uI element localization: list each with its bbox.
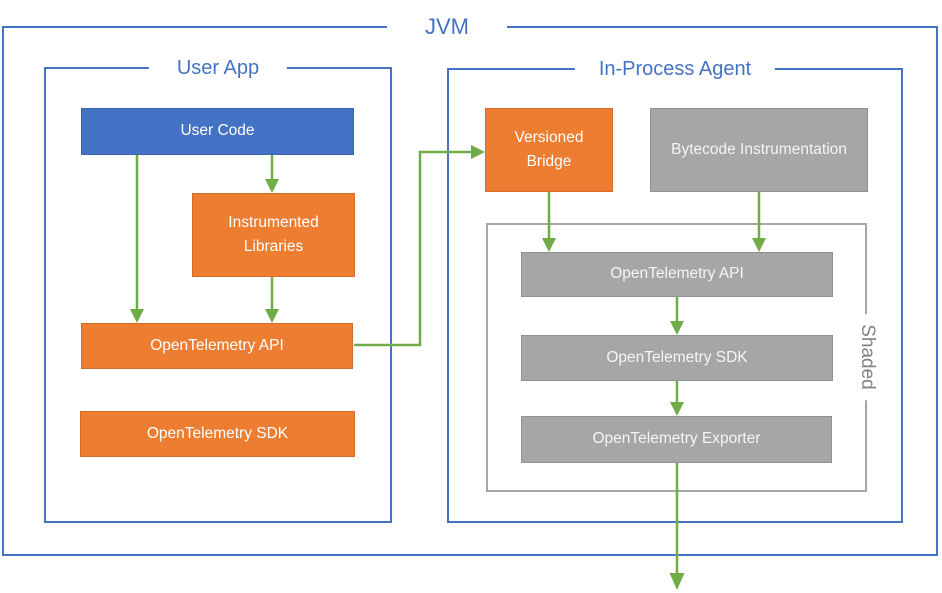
user-code-label: User Code	[180, 122, 255, 140]
bytecode-instrumentation-box: Bytecode Instrumentation	[650, 108, 868, 192]
instrumented-libraries-box: Instrumented Libraries	[192, 193, 355, 277]
user-app-otel-api-box: OpenTelemetry API	[81, 323, 353, 369]
shaded-label: Shaded	[854, 314, 880, 400]
versioned-bridge-label: Versioned Bridge	[514, 128, 584, 170]
shaded-otel-exporter-box: OpenTelemetry Exporter	[521, 416, 832, 463]
user-code-box: User Code	[81, 108, 354, 155]
user-app-otel-api-label: OpenTelemetry API	[150, 336, 284, 354]
jvm-title: JVM	[387, 12, 507, 41]
shaded-otel-api-box: OpenTelemetry API	[521, 252, 833, 297]
user-app-otel-sdk-box: OpenTelemetry SDK	[80, 411, 355, 457]
user-app-otel-sdk-label: OpenTelemetry SDK	[146, 424, 289, 442]
shaded-otel-api-label: OpenTelemetry API	[610, 265, 744, 283]
in-process-agent-title: In-Process Agent	[574, 54, 776, 83]
bytecode-instrumentation-label: Bytecode Instrumentation	[671, 140, 847, 158]
versioned-bridge-box: Versioned Bridge	[485, 108, 613, 192]
instrumented-libraries-label: Instrumented Libraries	[228, 213, 319, 255]
jvm-container-box: JVM	[2, 12, 938, 556]
shaded-otel-sdk-box: OpenTelemetry SDK	[521, 335, 833, 381]
shaded-otel-sdk-label: OpenTelemetry SDK	[606, 348, 748, 366]
shaded-otel-exporter-label: OpenTelemetry Exporter	[592, 430, 761, 448]
user-app-title: User App	[148, 53, 288, 82]
